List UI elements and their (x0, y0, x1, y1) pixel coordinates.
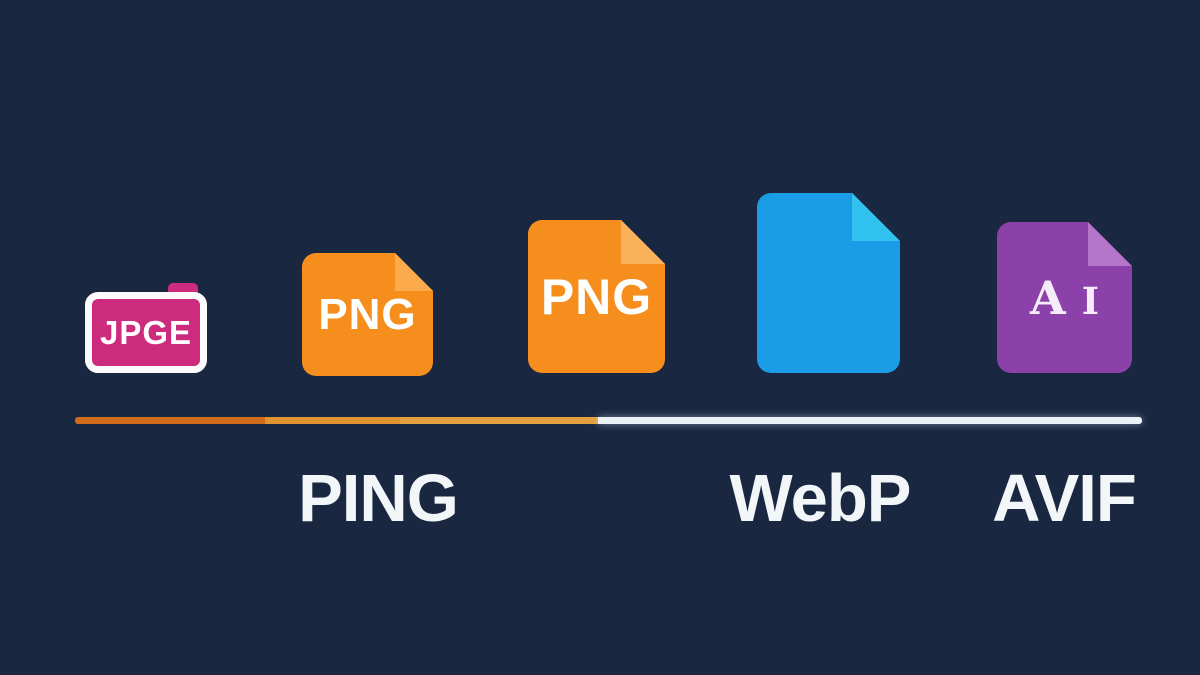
timeline-segment-white (598, 417, 1142, 424)
png-file-icon-large: PNG (528, 220, 665, 373)
avif-file-icon: A I (997, 222, 1132, 373)
webp-folded-corner-icon (852, 193, 900, 241)
format-label-ping: PING (298, 461, 459, 536)
timeline-segment-orange-1 (75, 417, 265, 424)
format-label-avif: AVIF (992, 461, 1137, 536)
format-label-webp: WebP (729, 461, 912, 536)
png-file-icon-small: PNG (302, 253, 433, 376)
png-small-label: PNG (318, 289, 417, 339)
png-large-body: PNG (528, 220, 665, 373)
jpge-icon-label: JPGE (99, 313, 193, 351)
avif-letter-i: I (1081, 278, 1099, 323)
timeline-segment-orange-3 (400, 417, 598, 424)
avif-icon-label: A I (1030, 271, 1099, 325)
png-large-folded-corner-icon (621, 220, 665, 264)
webp-file-icon (757, 193, 900, 373)
png-large-label: PNG (540, 268, 653, 325)
avif-letter-a: A (1029, 270, 1066, 325)
jpge-file-icon: JPGE (85, 283, 207, 373)
avif-folded-corner-icon (1088, 222, 1132, 266)
png-small-folded-corner-icon (395, 253, 433, 291)
jpge-icon-body: JPGE (85, 292, 207, 373)
avif-body: A I (997, 222, 1132, 373)
timeline-segment-orange-2 (265, 417, 400, 424)
